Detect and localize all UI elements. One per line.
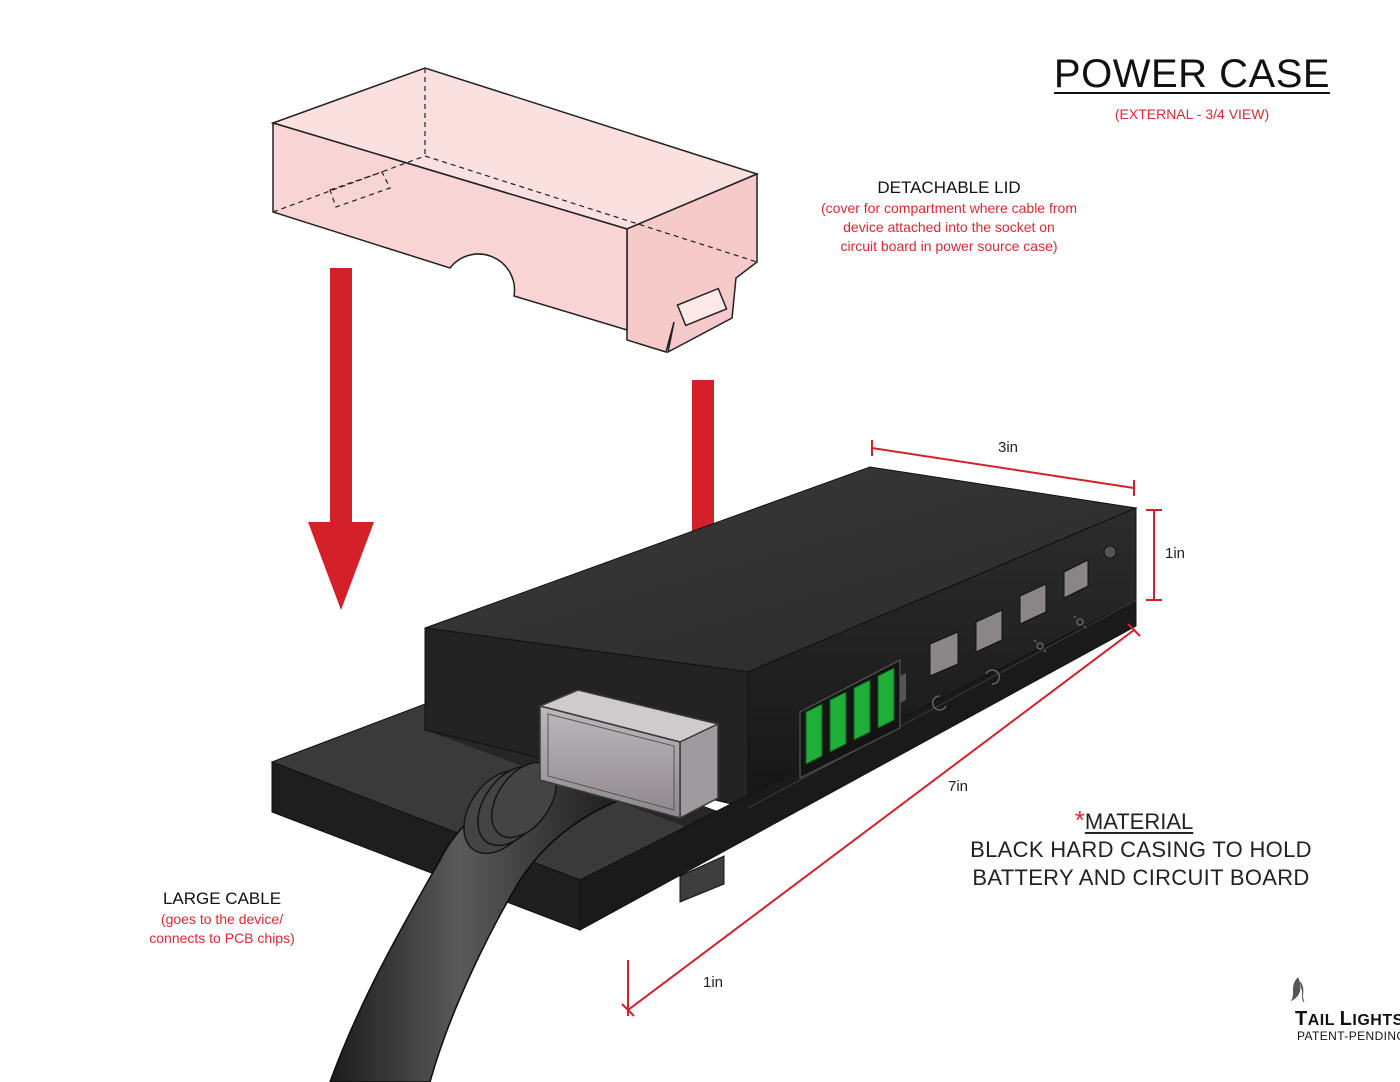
lid-callout-line: (cover for compartment where cable from (821, 200, 1077, 216)
lid-left-face (272, 121, 628, 332)
lightbulb-icon (1073, 615, 1087, 629)
dimension-width (871, 440, 1135, 496)
detachable-lid (270, 67, 760, 354)
cable-assembly (329, 689, 721, 1082)
brand-tagline: PATENT-PENDING (1297, 1029, 1400, 1043)
material-line: BLACK HARD CASING TO HOLD (970, 837, 1312, 862)
lid-callout-title: DETACHABLE LID (877, 178, 1021, 197)
control-buttons (929, 545, 1117, 677)
cable-callout-line: (goes to the device/ (160, 911, 284, 927)
lid-callout-line: circuit board in power source case) (840, 238, 1058, 254)
battery-bar (877, 667, 895, 729)
dimension-width-label: 3in (997, 439, 1019, 456)
cable-strain-relief (463, 761, 557, 855)
button-mode (1063, 559, 1089, 599)
indicator-led (1103, 545, 1117, 559)
cable-callout-line: connects to PCB chips) (149, 930, 295, 946)
material-heading: *MATERIAL (1075, 805, 1194, 836)
button-power (929, 631, 959, 677)
dimension-lines (621, 440, 1162, 1017)
battery-bar (853, 679, 871, 741)
page-title: POWER CASE (1053, 52, 1331, 96)
brand-logo: TAIL LIGHTS™ (1295, 1008, 1400, 1030)
page-subtitle: (EXTERNAL - 3/4 VIEW) (1114, 106, 1270, 122)
dimension-depth-label: 1in (702, 974, 724, 991)
dimension-length-label: 7in (947, 778, 969, 795)
material-asterisk: * (1074, 805, 1085, 835)
dimension-height-label: 1in (1164, 545, 1186, 562)
battery-bar (805, 703, 823, 765)
button-refresh (975, 609, 1003, 653)
lid-callout-line: device attached into the socket on (843, 219, 1055, 235)
drop-arrow-icon (308, 268, 374, 610)
battery-bar (829, 691, 847, 753)
refresh-icon (985, 669, 1000, 685)
lid-slot-cutout (676, 287, 728, 327)
material-line: BATTERY AND CIRCUIT BOARD (972, 865, 1310, 890)
flame-icon (1290, 977, 1305, 1003)
lid-hidden-edges (272, 68, 758, 263)
dimension-height (1146, 509, 1162, 601)
power-icon (932, 695, 947, 711)
battery-indicator (799, 659, 906, 779)
button-light (1019, 583, 1047, 625)
cable-callout-title: LARGE CABLE (162, 889, 282, 908)
cable-connector (537, 689, 721, 820)
latch-tab (679, 855, 725, 903)
button-icons (932, 615, 1087, 711)
material-heading-text: MATERIAL (1084, 809, 1194, 834)
sun-icon (1033, 639, 1047, 653)
